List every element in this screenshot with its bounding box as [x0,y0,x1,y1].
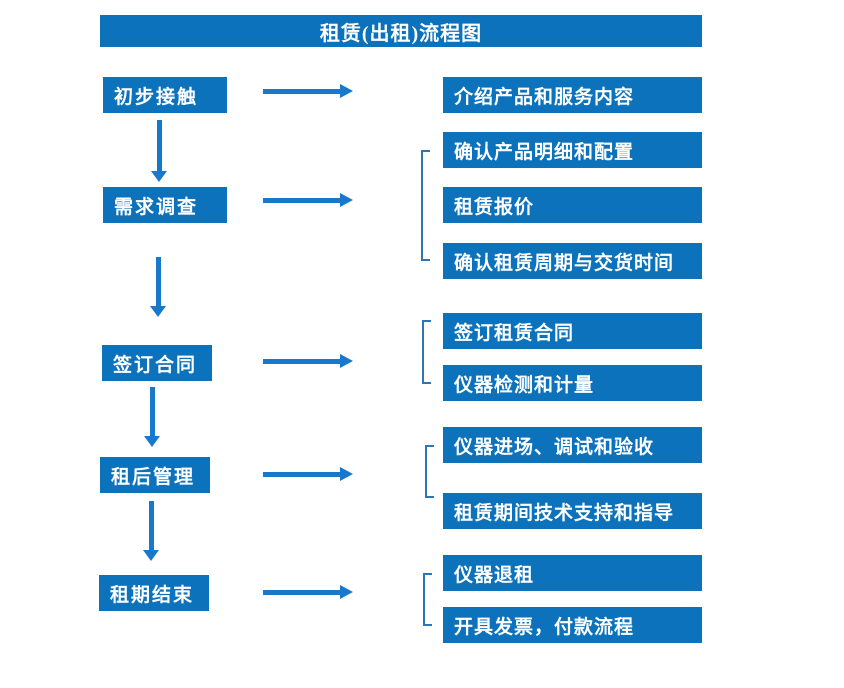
group-bracket-icon [421,150,430,261]
detail-box: 租赁报价 [443,187,702,223]
detail-box: 确认租赁周期与交货时间 [443,243,702,279]
stage-box-demand-survey: 需求调查 [103,187,227,223]
detail-box: 仪器退租 [443,555,702,591]
right-arrow-icon [263,585,353,599]
group-bracket-icon [425,445,434,498]
detail-box: 介绍产品和服务内容 [443,77,702,113]
detail-box: 仪器进场、调试和验收 [443,427,702,463]
right-arrow-icon [263,467,353,481]
detail-label: 签订租赁合同 [454,322,575,344]
right-arrow-icon [263,354,353,368]
group-bracket-icon [423,573,432,626]
right-arrow-icon [263,193,353,207]
down-arrow-icon [143,501,159,561]
group-bracket-icon [422,320,431,384]
detail-label: 仪器进场、调试和验收 [454,436,655,458]
detail-box: 确认产品明细和配置 [443,132,702,168]
stage-box-post-rental-management: 租后管理 [100,457,210,493]
stage-box-sign-contract: 签订合同 [102,345,212,381]
detail-label: 租赁期间技术支持和指导 [454,502,675,524]
down-arrow-icon [144,387,160,447]
detail-box: 签订租赁合同 [443,313,702,349]
detail-box: 仪器检测和计量 [443,365,702,401]
detail-label: 租赁报价 [454,196,535,218]
detail-box: 租赁期间技术支持和指导 [443,493,702,529]
stage-label: 初步接触 [114,86,199,108]
flowchart-title-bar: 租赁(出租)流程图 [100,15,702,47]
stage-box-initial-contact: 初步接触 [103,77,227,113]
stage-label: 租期结束 [110,584,195,606]
stage-label: 签订合同 [113,354,198,376]
detail-label: 仪器检测和计量 [454,374,595,396]
detail-label: 仪器退租 [454,564,535,586]
flowchart-title: 租赁(出租)流程图 [319,22,483,45]
down-arrow-icon [151,120,167,182]
detail-label: 确认产品明细和配置 [454,141,635,163]
detail-label: 开具发票，付款流程 [454,616,635,638]
right-arrow-icon [263,84,353,98]
stage-box-rental-end: 租期结束 [99,575,209,611]
down-arrow-icon [150,257,166,317]
stage-label: 租后管理 [111,466,196,488]
detail-box: 开具发票，付款流程 [443,607,702,643]
detail-label: 确认租赁周期与交货时间 [454,252,675,274]
stage-label: 需求调查 [114,196,199,218]
detail-label: 介绍产品和服务内容 [454,86,635,108]
